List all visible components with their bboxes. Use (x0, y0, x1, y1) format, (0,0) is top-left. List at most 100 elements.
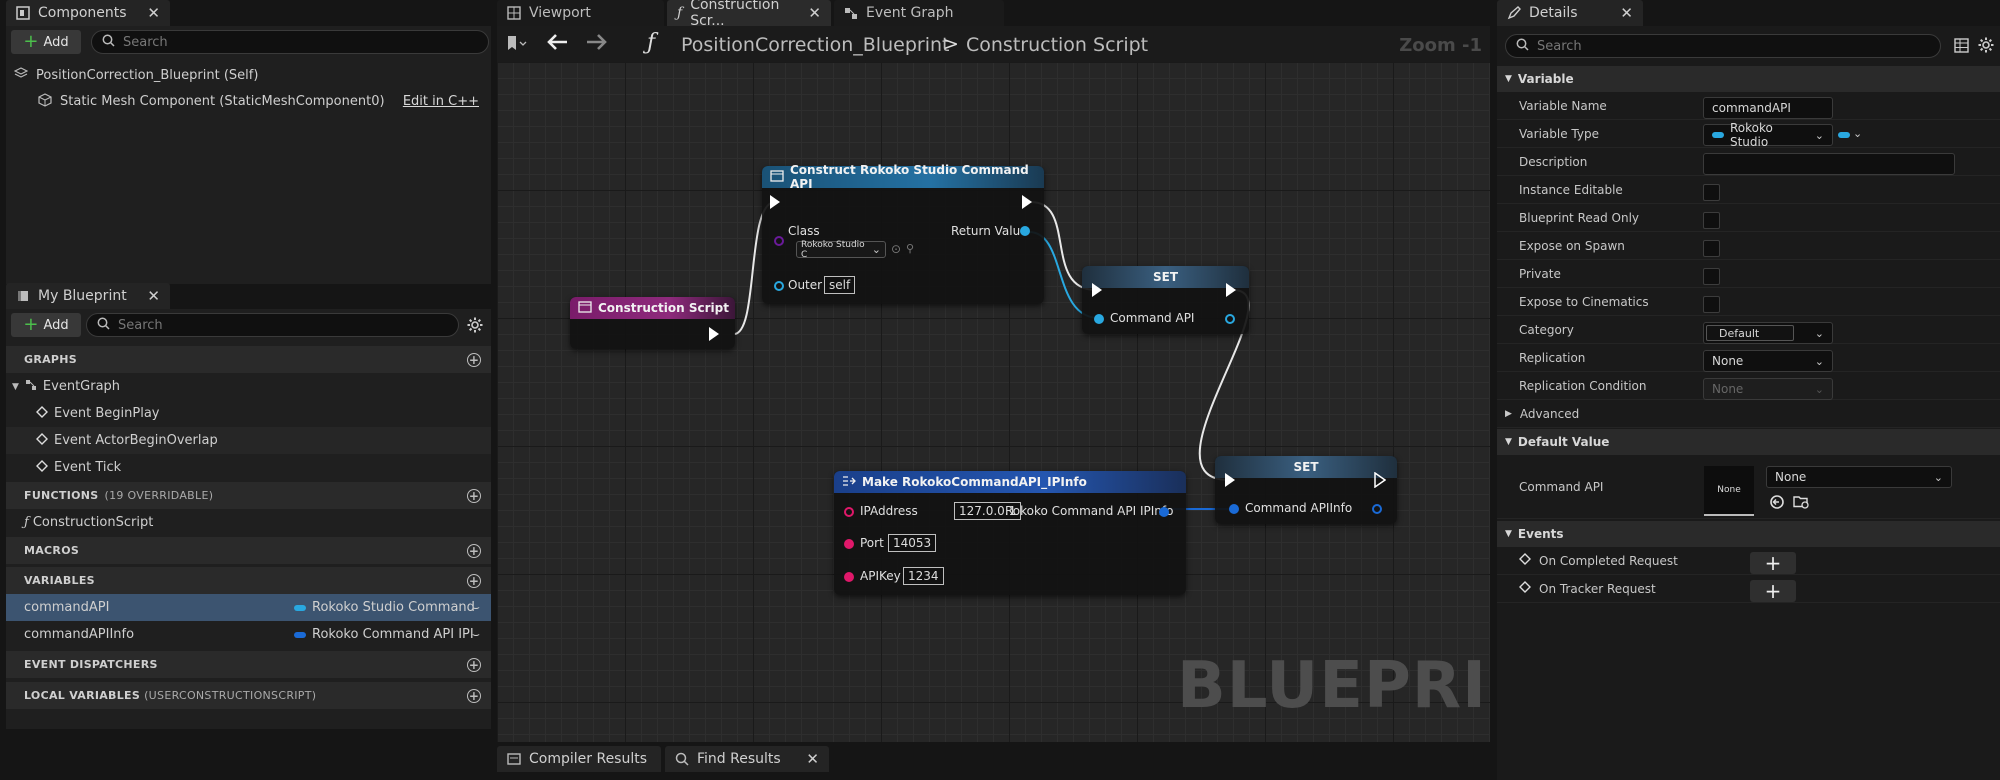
tab-components[interactable]: Components ✕ (6, 0, 170, 26)
graph-canvas[interactable]: Construct Rokoko Studio Command API Clas… (497, 62, 1490, 742)
tab-compiler-results[interactable]: Compiler Results (497, 746, 661, 772)
graph-item-eventgraph[interactable]: ▼ EventGraph (12, 379, 121, 394)
command-apiinfo-out-pin[interactable] (1372, 504, 1382, 514)
command-api-in-pin[interactable] (1094, 314, 1104, 324)
container-type-icon[interactable] (1838, 132, 1850, 138)
event-item[interactable]: Event ActorBeginOverlap (6, 427, 491, 454)
tree-item-static-mesh[interactable]: Static Mesh Component (StaticMeshCompone… (6, 88, 491, 115)
class-dropdown[interactable]: Rokoko Studio C⌄ (796, 240, 886, 260)
add-function-icon[interactable]: + (467, 488, 481, 503)
section-event-dispatchers[interactable]: EVENT DISPATCHERS+ (6, 651, 491, 678)
variable-name-field[interactable]: commandAPI (1703, 97, 1833, 119)
ip-address-pin[interactable] (844, 507, 854, 517)
add-component-button[interactable]: +Add (11, 30, 81, 54)
api-key-pin[interactable] (844, 572, 854, 582)
back-arrow-icon[interactable] (545, 32, 569, 56)
chevron-down-icon[interactable]: ▼ (12, 381, 19, 392)
bookmark-icon[interactable] (505, 34, 527, 56)
port-pin[interactable] (844, 539, 854, 549)
search-input[interactable] (1537, 38, 1940, 54)
exec-out-pin[interactable] (1226, 283, 1236, 297)
category-value[interactable]: Default (1706, 325, 1794, 341)
add-graph-icon[interactable]: + (467, 352, 481, 367)
exec-in-pin[interactable] (1225, 473, 1235, 487)
tree-item-self[interactable]: PositionCorrection_Blueprint (Self) (6, 62, 491, 89)
section-variable[interactable]: ▼Variable (1497, 66, 2000, 92)
add-dispatcher-icon[interactable]: + (467, 657, 481, 672)
table-view-icon[interactable] (1954, 38, 1969, 57)
node-set-command-apiinfo[interactable]: SET Command APIInfo (1215, 456, 1397, 524)
outer-pin[interactable] (774, 281, 784, 291)
close-icon[interactable]: ✕ (806, 750, 819, 768)
port-value[interactable]: 14053 (888, 534, 937, 552)
browse-icon[interactable]: ⊙ (891, 242, 902, 256)
tab-find-results[interactable]: Find Results ✕ (665, 746, 829, 772)
outer-value[interactable]: self (824, 276, 856, 294)
ipinfo-out-pin[interactable] (1159, 507, 1169, 517)
my-blueprint-search[interactable] (86, 313, 459, 337)
gear-icon[interactable] (1978, 37, 1994, 57)
section-default-value[interactable]: ▼Default Value (1497, 429, 2000, 455)
close-icon[interactable]: ✕ (1620, 4, 1633, 22)
breadcrumb-leaf[interactable]: Construction Script (966, 34, 1149, 56)
return-value-pin[interactable] (1020, 226, 1030, 236)
category-combo[interactable]: Default⌄ (1703, 322, 1833, 344)
default-value-dropdown[interactable]: None⌄ (1766, 466, 1952, 488)
browse-folder-icon[interactable] (1793, 494, 1811, 514)
node-make-ipinfo[interactable]: Make RokokoCommandAPI_IPInfo IPAddress 1… (834, 471, 1186, 595)
search-icon[interactable]: ⚲ (906, 242, 915, 255)
node-construct-object[interactable]: Construct Rokoko Studio Command API Clas… (762, 163, 1044, 304)
expose-on-spawn-checkbox[interactable] (1703, 240, 1720, 257)
exec-out-pin[interactable] (1022, 195, 1032, 209)
section-graphs[interactable]: GRAPHS+ (6, 346, 491, 373)
node-set-command-api[interactable]: SET Command API (1082, 266, 1249, 334)
command-api-out-pin[interactable] (1225, 314, 1235, 324)
read-only-checkbox[interactable] (1703, 212, 1720, 229)
exec-in-pin[interactable] (1092, 283, 1102, 297)
command-apiinfo-in-pin[interactable] (1229, 504, 1239, 514)
eye-icon[interactable]: ⌣ (472, 627, 480, 641)
edit-in-cpp-link[interactable]: Edit in C++ (402, 94, 479, 109)
class-pin[interactable] (774, 236, 784, 246)
gear-icon[interactable] (467, 317, 483, 337)
replication-condition-dropdown[interactable]: None⌄ (1703, 378, 1833, 400)
search-input[interactable] (118, 317, 458, 333)
add-member-button[interactable]: +Add (11, 313, 81, 337)
close-icon[interactable]: ✕ (147, 287, 160, 305)
add-macro-icon[interactable]: + (467, 543, 481, 558)
instance-editable-checkbox[interactable] (1703, 184, 1720, 201)
variable-item-commandapi[interactable]: commandAPI Rokoko Studio Command ⌣ (6, 594, 491, 621)
close-icon[interactable]: ✕ (147, 4, 160, 22)
event-item[interactable]: Event Tick (6, 454, 491, 481)
chevron-down-icon[interactable]: ⌄ (1853, 127, 1863, 140)
api-key-value[interactable]: 1234 (903, 567, 944, 585)
function-item[interactable]: ƒ ConstructionScript (24, 515, 154, 530)
asset-thumbnail[interactable]: None (1704, 466, 1754, 516)
close-icon[interactable]: ✕ (808, 4, 821, 22)
expose-cinematics-checkbox[interactable] (1703, 296, 1720, 313)
add-local-variable-icon[interactable]: + (467, 688, 481, 703)
private-checkbox[interactable] (1703, 268, 1720, 285)
section-events[interactable]: ▼Events (1497, 521, 2000, 547)
components-search[interactable] (91, 30, 489, 54)
search-input[interactable] (123, 34, 488, 50)
use-selected-icon[interactable] (1769, 494, 1785, 514)
tab-details[interactable]: Details ✕ (1497, 0, 1643, 26)
variable-item-commandapiinfo[interactable]: commandAPIInfo Rokoko Command API IPI ⌣ (24, 627, 480, 642)
description-field[interactable] (1703, 153, 1955, 175)
replication-dropdown[interactable]: None⌄ (1703, 350, 1833, 372)
section-variables[interactable]: VARIABLES+ (6, 567, 491, 594)
section-macros[interactable]: MACROS+ (6, 537, 491, 564)
forward-arrow-icon[interactable] (585, 32, 609, 56)
details-search[interactable] (1505, 34, 1941, 58)
tab-viewport[interactable]: Viewport (497, 0, 664, 26)
breadcrumb-root[interactable]: PositionCorrection_Blueprint (681, 34, 950, 56)
variable-type-dropdown[interactable]: Rokoko Studio⌄ (1703, 121, 1833, 149)
eye-icon[interactable]: ⌣ (472, 600, 480, 614)
tab-event-graph[interactable]: Event Graph (834, 0, 1004, 26)
exec-out-pin[interactable] (709, 327, 719, 341)
ip-address-value[interactable]: 127.0.0.1 (954, 502, 1022, 520)
event-item[interactable]: Event BeginPlay (6, 400, 491, 427)
exec-in-pin[interactable] (770, 195, 780, 209)
section-local-variables[interactable]: LOCAL VARIABLES(USERCONSTRUCTIONSCRIPT)+ (6, 682, 491, 709)
